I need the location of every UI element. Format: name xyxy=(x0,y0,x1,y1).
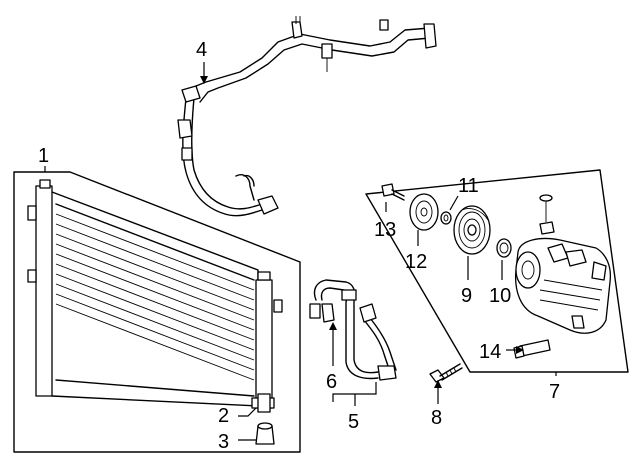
line-clamp-6 xyxy=(309,303,335,323)
callout-3: 3 xyxy=(218,431,229,453)
snap-ring xyxy=(496,238,512,258)
callout-7: 7 xyxy=(549,381,560,403)
refrigerant-line-upper xyxy=(177,16,437,217)
pulley xyxy=(453,205,491,255)
callout-1: 1 xyxy=(38,145,49,167)
compressor xyxy=(514,194,612,334)
leader-lines xyxy=(44,62,557,441)
clutch-bolt xyxy=(381,183,405,201)
callout-12: 12 xyxy=(405,251,427,273)
callout-6: 6 xyxy=(326,371,337,393)
callout-10: 10 xyxy=(489,285,511,307)
clutch-hub xyxy=(409,193,439,231)
callout-11: 11 xyxy=(458,175,479,197)
callout-4: 4 xyxy=(196,39,207,61)
condenser-assembly xyxy=(13,171,301,453)
callout-8: 8 xyxy=(431,407,442,429)
callout-14: 14 xyxy=(479,341,501,363)
mounting-bolt xyxy=(429,363,463,383)
condenser-core-fins xyxy=(55,213,255,381)
drier-cap xyxy=(255,422,275,445)
receiver-drier-filter xyxy=(257,393,271,413)
callout-9: 9 xyxy=(461,285,472,307)
shim xyxy=(440,211,452,225)
callout-5: 5 xyxy=(348,411,359,433)
refrigerant-line-lower xyxy=(313,279,397,381)
callout-2: 2 xyxy=(218,405,229,427)
compressor-group-box xyxy=(365,169,629,373)
callout-13: 13 xyxy=(374,219,396,241)
